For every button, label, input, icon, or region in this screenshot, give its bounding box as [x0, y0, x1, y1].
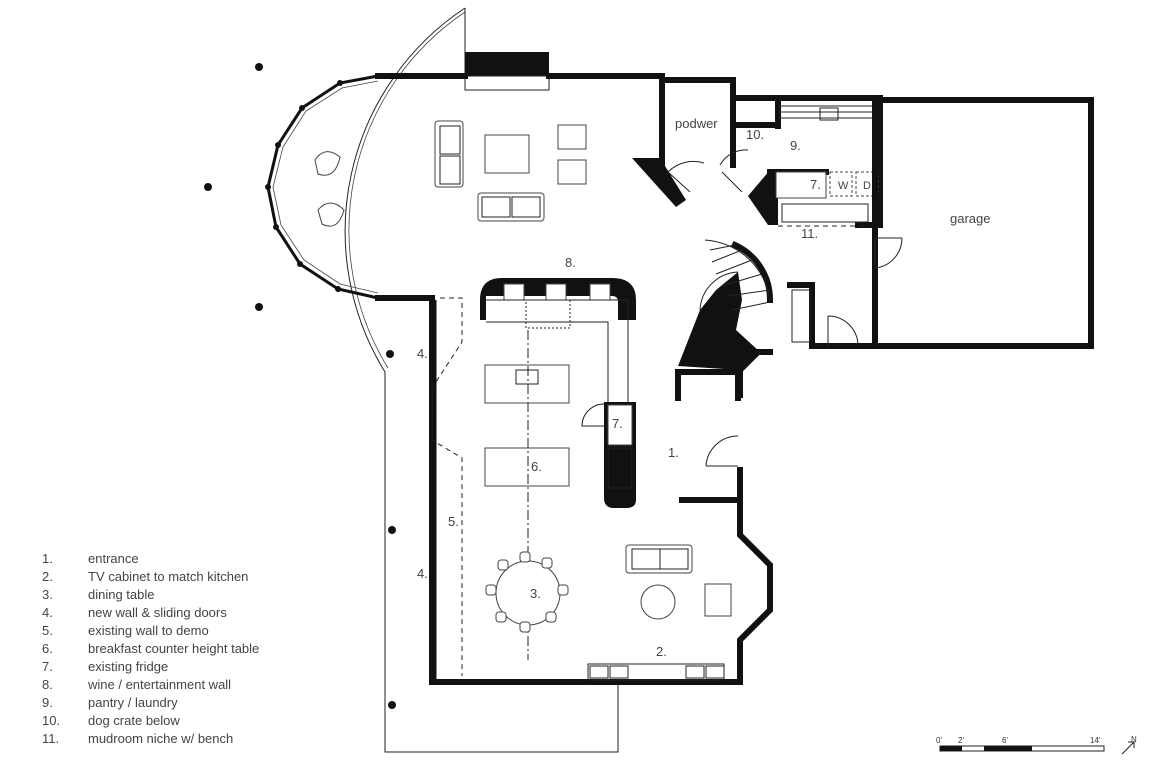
pantry-walls: [775, 95, 883, 228]
marker-11: 11.: [801, 226, 818, 241]
hearth: [464, 75, 550, 91]
legend-text: existing fridge: [88, 659, 169, 674]
fridge-door: [581, 403, 605, 427]
legend-item: 11. mudroom niche w/ bench: [42, 730, 259, 748]
legend-text: breakfast counter height table: [88, 641, 260, 656]
legend-num: 6.: [42, 641, 53, 656]
fridge: [607, 404, 633, 446]
bay-window: [265, 74, 379, 300]
wine-wall-cabinets: [503, 283, 611, 301]
legend-item: 9. pantry / laundry: [42, 694, 259, 712]
pantry-cab: [607, 447, 633, 489]
exterior-walls: [375, 73, 773, 685]
island-sink: [515, 369, 539, 385]
legend: 1. entrance 2. TV cabinet to match kitchen…: [42, 550, 259, 748]
marker-5: 5.: [448, 514, 459, 529]
legend-item: 5. existing wall to demo: [42, 622, 259, 640]
scale-tick-14: 14': [1090, 736, 1101, 745]
legend-item: 8. wine / entertainment wall: [42, 676, 259, 694]
fireplace: [465, 52, 549, 76]
marker-7b: 7.: [810, 177, 821, 192]
legend-num: 7.: [42, 659, 53, 674]
closet-walls: [787, 282, 873, 349]
deck-inner-line: [348, 11, 466, 369]
legend-text: entrance: [88, 551, 139, 566]
scale-bar: 0' 2' 6' 14': [936, 736, 1105, 752]
legend-num: 5.: [42, 623, 53, 638]
legend-item: 2. TV cabinet to match kitchen: [42, 568, 259, 586]
legend-num: 8.: [42, 677, 53, 692]
angled-wall-powder: [632, 158, 686, 207]
dining-table: [485, 551, 569, 633]
marker-4a: 4.: [417, 346, 428, 361]
legend-num: 4.: [42, 605, 53, 620]
marker-3: 3.: [530, 586, 541, 601]
legend-num: 10.: [42, 713, 61, 728]
garage-walls: [872, 97, 1094, 349]
legend-item: 3. dining table: [42, 586, 259, 604]
legend-text: existing wall to demo: [88, 623, 209, 638]
legend-text: dog crate below: [88, 713, 180, 728]
marker-7: 7.: [612, 416, 623, 431]
upper-living-furniture: [314, 120, 587, 227]
legend-text: pantry / laundry: [88, 695, 178, 710]
deck-outline: [344, 7, 619, 753]
washer-label: W: [838, 180, 849, 192]
pantry-cabinet: [775, 171, 827, 199]
closet-shelf: [791, 289, 811, 343]
north-label: N: [1131, 735, 1137, 744]
pantry-counter: [778, 105, 878, 119]
scale-tick-6: 6': [1002, 736, 1008, 745]
living-furniture: [587, 544, 732, 681]
marker-9: 9.: [790, 138, 801, 153]
legend-text: TV cabinet to match kitchen: [88, 569, 249, 584]
legend-item: 4. new wall & sliding doors: [42, 604, 259, 622]
legend-num: 11.: [42, 731, 60, 746]
legend-text: mudroom niche w/ bench: [88, 731, 234, 746]
north-arrow-icon: N: [1121, 735, 1137, 755]
demo-wall: [431, 297, 463, 676]
legend-item: 6. breakfast counter height table: [42, 640, 259, 658]
marker-6: 6.: [531, 459, 542, 474]
marker-8: 8.: [565, 255, 576, 270]
room-label-garage: garage: [950, 211, 990, 226]
legend-item: 7. existing fridge: [42, 658, 259, 676]
legend-text: new wall & sliding doors: [88, 605, 227, 620]
marker-1: 1.: [668, 445, 679, 460]
breakfast-table: [484, 447, 570, 487]
mudroom-bench: [781, 203, 869, 223]
legend-num: 9.: [42, 695, 53, 710]
closet-door: [827, 315, 859, 347]
legend-item: 10. dog crate below: [42, 712, 259, 730]
marker-10: 10.: [746, 127, 764, 142]
legend-item: 1. entrance: [42, 550, 259, 568]
garage-door: [874, 237, 903, 269]
scale-tick-2: 2': [958, 736, 964, 745]
pantry-sink: [819, 107, 839, 121]
range: [525, 299, 571, 329]
washer: [829, 171, 853, 197]
legend-text: wine / entertainment wall: [88, 677, 232, 692]
doors-upper: [667, 149, 749, 193]
legend-text: dining table: [88, 587, 155, 602]
laundry-wall: [767, 95, 883, 228]
deck-posts: [204, 63, 396, 709]
marker-4b: 4.: [417, 566, 428, 581]
legend-num: 2.: [42, 569, 53, 584]
marker-2: 2.: [656, 644, 667, 659]
kitchen-counter: [486, 299, 629, 402]
legend-num: 1.: [42, 551, 53, 566]
scale-tick-0: 0': [936, 736, 942, 745]
angled-wall-laundry: [748, 170, 778, 225]
stair: [678, 239, 774, 370]
entry-door: [705, 435, 739, 467]
entry-walls: [675, 369, 743, 503]
legend-num: 3.: [42, 587, 53, 602]
room-label-podwer: podwer: [675, 116, 718, 131]
dryer-label: D: [863, 180, 871, 192]
